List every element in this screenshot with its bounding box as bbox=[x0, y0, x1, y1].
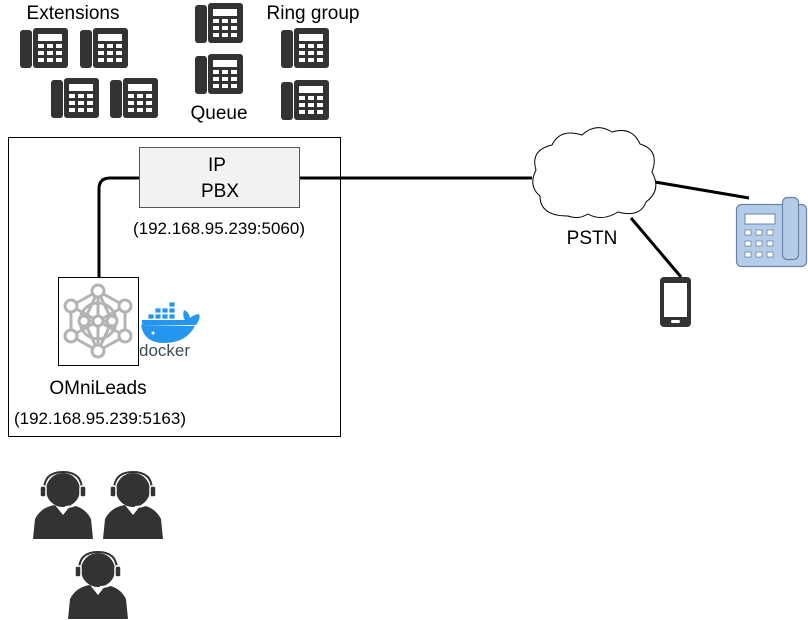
ip-pbx-box[interactable] bbox=[139, 147, 300, 208]
pbx-label-line2: PBX bbox=[201, 181, 239, 202]
agent-icon bbox=[31, 468, 95, 541]
pstn-label: PSTN bbox=[567, 228, 618, 249]
cloud-icon[interactable] bbox=[532, 127, 657, 219]
agent-icon bbox=[101, 468, 165, 541]
queue-phone-icon bbox=[195, 3, 243, 43]
desk-phone-icon[interactable] bbox=[735, 196, 808, 268]
pstn-to-mobile-line bbox=[629, 217, 683, 278]
pbx-to-omnileads-line bbox=[97, 176, 139, 277]
docker-whale-icon: docker bbox=[139, 301, 200, 360]
queue-label: Queue bbox=[190, 103, 247, 124]
omnileads-network-icon[interactable] bbox=[58, 277, 139, 366]
mobile-phone-icon[interactable] bbox=[660, 277, 691, 327]
extension-phone-icon bbox=[110, 78, 158, 118]
server-container bbox=[8, 137, 341, 437]
omnileads-address: (192.168.95.239:5163) bbox=[14, 409, 186, 428]
docker-label: docker bbox=[139, 341, 190, 360]
pbx-label-line1: IP bbox=[208, 155, 226, 176]
pbx-address: (192.168.95.239:5060) bbox=[133, 219, 305, 238]
pstn-to-desk-phone-line bbox=[654, 180, 750, 200]
ring-group-phone-icon bbox=[281, 28, 329, 68]
extensions-label: Extensions bbox=[27, 3, 120, 24]
extension-phone-icon bbox=[20, 28, 68, 68]
queue-phone-icon bbox=[195, 54, 243, 94]
extension-phone-icon bbox=[51, 78, 99, 118]
ring-group-phone-icon bbox=[281, 80, 329, 120]
omnileads-label: OMniLeads bbox=[49, 378, 146, 399]
agent-icon bbox=[66, 548, 130, 620]
ring-group-label: Ring group bbox=[267, 3, 360, 24]
extension-phone-icon bbox=[80, 28, 128, 68]
